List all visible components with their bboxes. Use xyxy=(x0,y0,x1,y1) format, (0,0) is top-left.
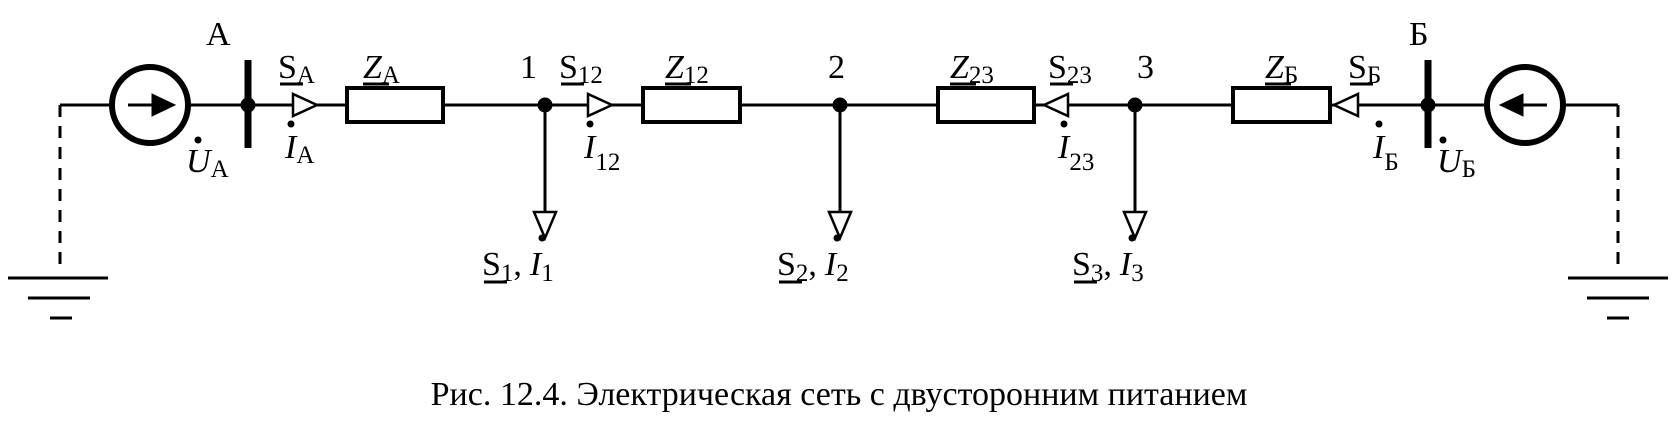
load-3-label: S3,I3 xyxy=(1072,246,1144,287)
flow-arrow-b-icon xyxy=(1330,92,1360,118)
impedance-23-label: Z23 xyxy=(950,49,994,89)
impedance-23 xyxy=(936,86,1036,124)
node-3 xyxy=(1122,97,1148,242)
complex-underlines xyxy=(280,82,1373,284)
power-a-label: SА xyxy=(278,49,315,89)
impedance-12-label: Z12 xyxy=(665,49,709,89)
impedance-b xyxy=(1231,86,1332,124)
load-2-label: S2,I2 xyxy=(777,246,849,287)
node-2-label: 2 xyxy=(828,49,845,86)
node-2 xyxy=(827,97,853,242)
impedance-12 xyxy=(641,86,742,124)
ground-right xyxy=(1568,105,1668,320)
current-b-label: IБ xyxy=(1372,129,1399,176)
bus-a xyxy=(240,60,256,148)
current-23-label: I23 xyxy=(1057,129,1094,176)
flow-arrow-12-icon xyxy=(586,92,616,118)
power-12-label: S12 xyxy=(559,49,603,89)
power-23-label: S23 xyxy=(1048,49,1092,89)
source-a-icon xyxy=(109,64,191,146)
flow-arrow-a-icon xyxy=(291,92,321,118)
power-b-label: SБ xyxy=(1348,49,1381,89)
voltage-b-label: UБ xyxy=(1437,143,1476,183)
impedance-a xyxy=(345,86,445,124)
ground-left xyxy=(8,105,108,320)
source-b-icon xyxy=(1484,64,1566,146)
voltage-a-label: UА xyxy=(186,143,229,183)
node-1-label: 1 xyxy=(520,49,537,86)
current-a-label: IА xyxy=(284,129,314,169)
current-12-label: I12 xyxy=(583,129,620,176)
flow-arrow-23-icon xyxy=(1040,92,1070,118)
node-1 xyxy=(532,97,558,242)
phasor-dots xyxy=(194,120,1447,242)
bus-b-label: Б xyxy=(1409,16,1429,53)
figure-caption: Рис. 12.4. Электрическая сеть с двусторо… xyxy=(431,376,1248,413)
node-3-label: 3 xyxy=(1137,49,1154,86)
impedance-b-label: ZБ xyxy=(1265,49,1298,89)
impedance-a-label: ZА xyxy=(363,49,400,89)
bus-b xyxy=(1420,60,1436,148)
load-1-label: S1,I1 xyxy=(482,246,554,287)
bus-a-label: А xyxy=(206,16,231,53)
